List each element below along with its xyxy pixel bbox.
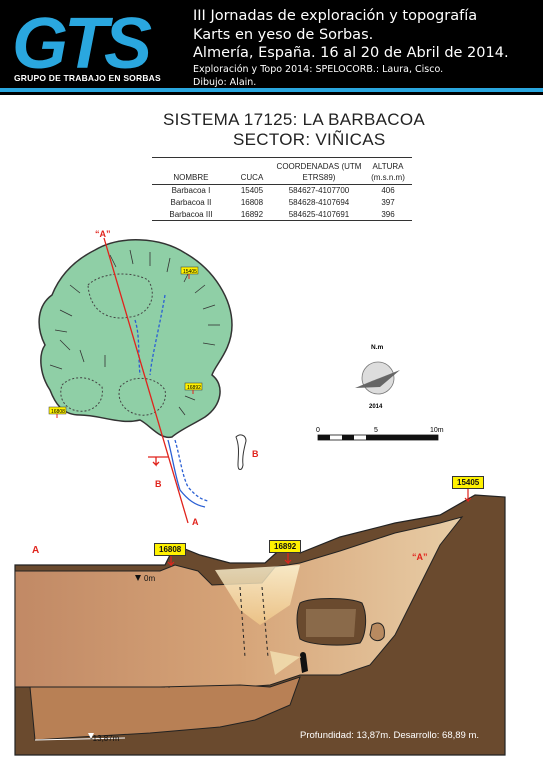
scale-tick-5: 5 <box>374 427 378 434</box>
entrance-table: NOMBRE CUCA COORDENADAS (UTM ETRS89) ALT… <box>152 157 412 221</box>
section-label-a-right: “A” <box>412 552 428 562</box>
system-title: SISTEMA 17125: LA BARBACOA <box>163 110 425 129</box>
header-line-4: Exploración y Topo 2014: SPELOCORB.: Lau… <box>193 64 444 75</box>
section-view: A “A” 0m -13,87m <box>14 487 506 756</box>
table-cell: 396 <box>364 208 412 221</box>
section-label-a-quoted: “A” <box>95 229 111 239</box>
passage-floor <box>34 737 126 741</box>
scale-bar: 0 5 10m <box>316 427 444 441</box>
section-entrance-16808: 16808 <box>154 543 187 556</box>
rock-boulder <box>369 622 385 642</box>
table-cell: 397 <box>381 198 395 207</box>
table-cell: 584627-4107700 <box>288 186 350 196</box>
table-cell: Barbacoa III <box>152 208 230 221</box>
header-altura: ALTURA (m.s.n.m) <box>364 157 412 185</box>
cave-statistics: Profundidad: 13,87m. Desarrollo: 68,89 m… <box>300 730 480 741</box>
entrance-tag-15405: 15405 <box>180 266 199 279</box>
b-marker-arrow <box>152 457 160 467</box>
table-row: Barbacoa II 16808 584628-4107694 397 <box>152 197 412 209</box>
passage-lines <box>134 294 209 508</box>
header-line-5: Dibujo: Alain. <box>193 77 257 88</box>
section-label-a-left: A <box>32 545 39 556</box>
table-row: Barbacoa I 15405 584627-4107700 406 <box>152 185 412 197</box>
header-cuca: CUCA <box>229 157 274 185</box>
table-header-row: NOMBRE CUCA COORDENADAS (UTM ETRS89) ALT… <box>152 157 412 185</box>
logo-letters: GTS <box>12 6 152 76</box>
table-row: Barbacoa III 16892 584625-4107691 396 <box>152 208 412 221</box>
entrance-tag-text: 16808 <box>51 409 65 415</box>
lower-passage <box>29 676 301 741</box>
section-label-a: A <box>192 517 199 527</box>
entrance-tag-16808: 16808 <box>48 406 67 418</box>
depth-bottom-label: -13,87m <box>90 734 120 743</box>
light-beam <box>215 565 300 625</box>
entrance-arrow-15405 <box>464 487 472 503</box>
entrance-tag-16892: 16892 <box>184 382 203 394</box>
section-line <box>103 237 189 524</box>
scale-tick-10: 10m <box>430 427 444 434</box>
chamber-center <box>118 377 166 416</box>
gts-logo: GTS <box>12 6 156 76</box>
depth-bottom-marker: -13,87m <box>88 733 120 743</box>
section-entrance-16892: 16892 <box>269 540 302 553</box>
header-line-2: Karts en yeso de Sorbas. <box>193 27 374 43</box>
table-cell: 584628-4107694 <box>288 198 350 207</box>
entrance-arrow-16892 <box>284 551 292 565</box>
header-line-3: Almería, España. 16 al 20 de Abril de 20… <box>193 45 509 61</box>
passage-b-outline <box>235 434 247 470</box>
depth-zero-label: 0m <box>144 574 155 583</box>
table-cell: Barbacoa I <box>171 186 211 196</box>
caver-figure <box>270 651 308 675</box>
entrance-tag-text: 15405 <box>183 269 197 275</box>
table-cell: 15405 <box>240 186 264 196</box>
plan-view-map: “A” A B B 15405 16892 16808 N.m 2014 0 5… <box>38 229 444 527</box>
sector-title: SECTOR: VIÑICAS <box>233 130 386 149</box>
chamber-left <box>60 377 103 412</box>
table-cell: 16892 <box>229 208 274 221</box>
north-label: N.m <box>371 344 384 351</box>
table-cell: 584625-4107691 <box>274 208 364 221</box>
north-year: 2014 <box>369 404 383 410</box>
section-entrance-15405: 15405 <box>452 476 485 489</box>
header-banner: GTS GRUPO DE TRABAJO EN SORBAS III Jorna… <box>0 0 543 95</box>
header-coordenadas: COORDENADAS (UTM ETRS89) <box>274 157 364 185</box>
logo-band <box>0 88 543 92</box>
rock-window-inner <box>306 609 356 637</box>
table-cell: 406 <box>381 186 395 196</box>
north-arrow: N.m 2014 <box>355 344 400 410</box>
table-cell: Barbacoa II <box>170 198 212 207</box>
section-label-b: B <box>155 479 162 489</box>
logo-caption: GRUPO DE TRABAJO EN SORBAS <box>14 73 161 83</box>
passage-b-label: B <box>252 449 259 459</box>
entrance-arrow-16808 <box>167 553 175 567</box>
header-nombre: NOMBRE <box>152 157 230 185</box>
entrance-tag-text: 16892 <box>187 385 201 391</box>
header-line-1: III Jornadas de exploración y topografía <box>193 8 478 24</box>
slope-hatching <box>49 249 220 416</box>
depth-zero-marker: 0m <box>135 574 155 583</box>
cave-plan-outline <box>38 239 233 439</box>
scale-tick-0: 0 <box>316 427 320 434</box>
table-cell: 16808 <box>240 198 264 207</box>
